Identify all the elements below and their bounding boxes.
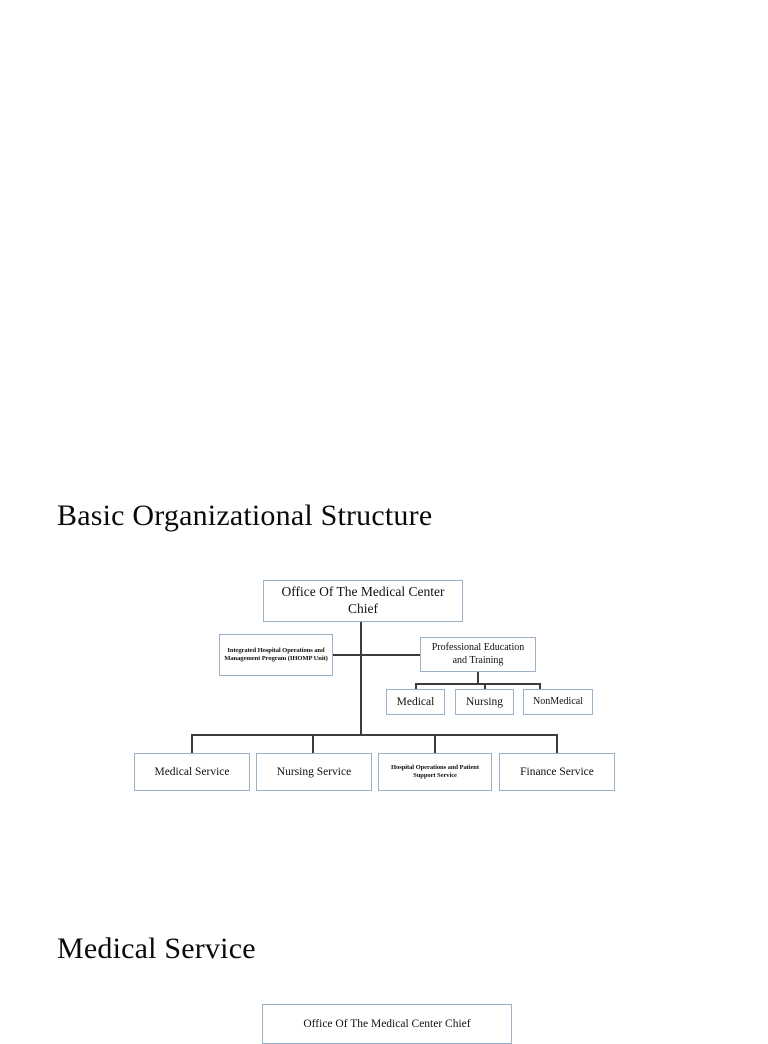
node-label: Office Of The Medical Center Chief	[281, 584, 445, 616]
page-title-basic-organizational-structure: Basic Organizational Structure	[57, 499, 433, 533]
connector-proed-drop-nursing	[484, 683, 486, 689]
node-education-unit-nursing[interactable]: Nursing	[455, 689, 514, 715]
connector-proed-drop-nonmedical	[539, 683, 541, 689]
node-office-of-the-medical-center-chief[interactable]: Office Of The Medical Center Chief	[263, 580, 463, 622]
node-label: NonMedical	[533, 695, 583, 707]
node-label: Finance Service	[520, 765, 594, 778]
node-medical-service[interactable]: Medical Service	[134, 753, 250, 791]
node-nursing-service[interactable]: Nursing Service	[256, 753, 372, 791]
connector-drop-nursing-service	[312, 734, 314, 753]
node-label: Medical Service	[154, 765, 230, 778]
node-label: Hospital Operations and Patient Support …	[391, 763, 479, 779]
node-professional-education-and-training[interactable]: Professional Education and Training	[420, 637, 536, 672]
node-label: Office Of The Medical Center Chief	[303, 1017, 471, 1030]
connector-services-bus	[191, 734, 558, 736]
connector-root-to-ihomp	[333, 654, 361, 656]
connector-drop-hospital-operations-service	[434, 734, 436, 753]
node-medical-service-office-of-the-medical-center-chief[interactable]: Office Of The Medical Center Chief	[262, 1004, 512, 1044]
node-hospital-operations-and-patient-support-service[interactable]: Hospital Operations and Patient Support …	[378, 753, 492, 791]
node-education-unit-nonmedical[interactable]: NonMedical	[523, 689, 593, 715]
connector-root-to-professional-education	[360, 654, 420, 656]
node-label: Integrated Hospital Operations and Manag…	[224, 646, 328, 662]
connector-root-trunk	[360, 622, 362, 735]
page-title-medical-service: Medical Service	[57, 932, 256, 966]
node-finance-service[interactable]: Finance Service	[499, 753, 615, 791]
connector-proed-bus	[415, 683, 541, 685]
connector-proed-drop-medical	[415, 683, 417, 689]
node-ihomp-unit[interactable]: Integrated Hospital Operations and Manag…	[219, 634, 333, 676]
connector-drop-finance-service	[556, 734, 558, 753]
node-label: Nursing Service	[276, 765, 352, 778]
node-label: Medical	[396, 695, 435, 708]
node-label: Nursing	[465, 695, 504, 708]
node-label: Professional Education and Training	[431, 642, 525, 666]
connector-proed-trunk	[477, 672, 479, 684]
connector-drop-medical-service	[191, 734, 193, 753]
node-education-unit-medical[interactable]: Medical	[386, 689, 445, 715]
